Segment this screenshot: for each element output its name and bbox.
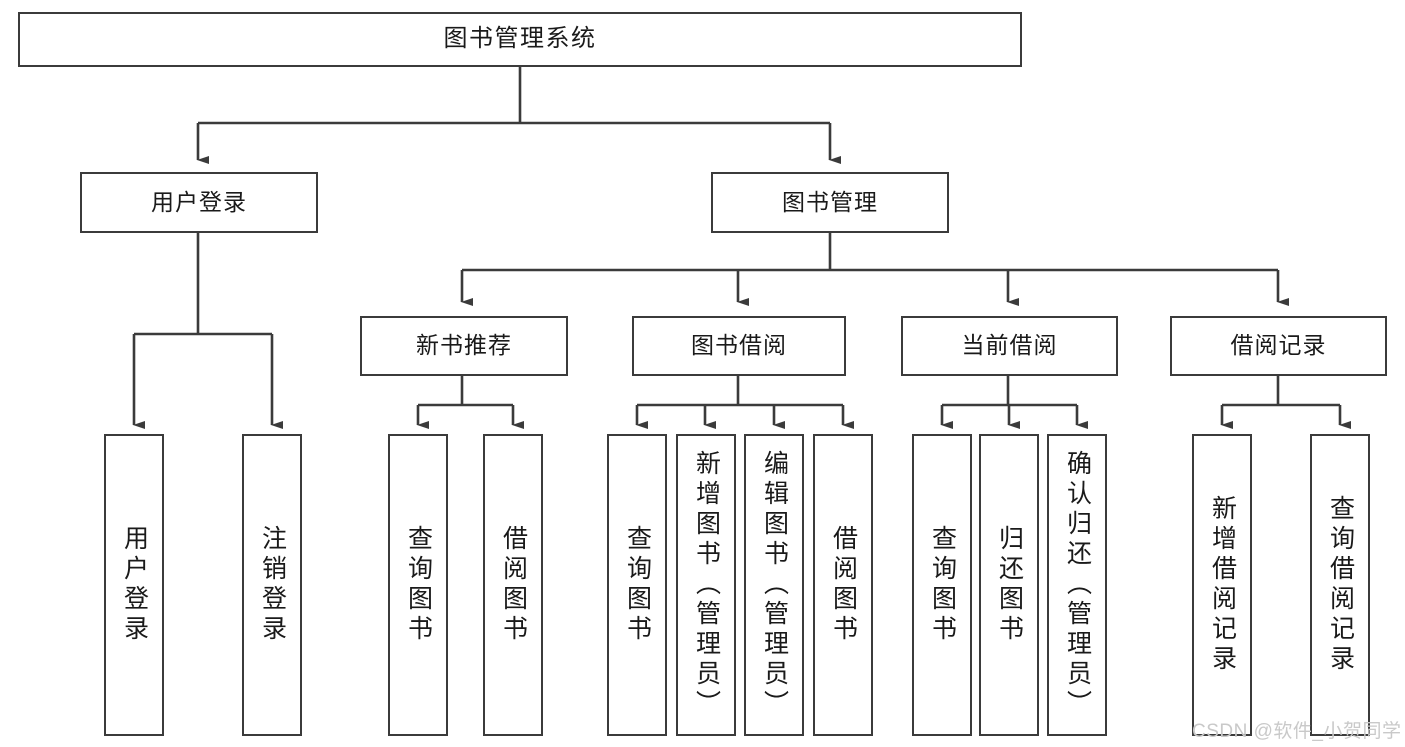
- node-root-system[interactable]: 图书管理系统: [18, 12, 1022, 67]
- node-user-login[interactable]: 用户登录: [80, 172, 318, 233]
- leaf-borrow-add-book-admin[interactable]: 新增图书（管理员）: [676, 434, 736, 736]
- node-label: 用户登录: [120, 525, 149, 645]
- node-label: 新增图书（管理员）: [692, 450, 721, 720]
- leaf-borrow-borrow-book[interactable]: 借阅图书: [813, 434, 873, 736]
- leaf-recommend-query-book[interactable]: 查询图书: [388, 434, 448, 736]
- node-label: 图书管理系统: [443, 25, 597, 53]
- leaf-borrow-edit-book-admin[interactable]: 编辑图书（管理员）: [744, 434, 804, 736]
- leaf-record-add-record[interactable]: 新增借阅记录: [1192, 434, 1252, 736]
- node-label: 当前借阅: [961, 332, 1058, 359]
- node-label: 用户登录: [151, 188, 247, 215]
- node-label: 借阅图书: [829, 525, 858, 645]
- node-borrow-record[interactable]: 借阅记录: [1170, 316, 1387, 376]
- node-label: 编辑图书（管理员）: [760, 450, 789, 720]
- node-label: 借阅图书: [499, 525, 528, 645]
- node-label: 查询图书: [404, 525, 433, 645]
- node-book-management[interactable]: 图书管理: [711, 172, 949, 233]
- node-label: 查询图书: [928, 525, 957, 645]
- leaf-borrow-query-book[interactable]: 查询图书: [607, 434, 667, 736]
- node-label: 确认归还（管理员）: [1063, 450, 1092, 720]
- node-label: 查询图书: [623, 525, 652, 645]
- leaf-current-return-book[interactable]: 归还图书: [979, 434, 1039, 736]
- node-label: 新增借阅记录: [1208, 495, 1237, 675]
- leaf-record-query-record[interactable]: 查询借阅记录: [1310, 434, 1370, 736]
- node-new-book-recommend[interactable]: 新书推荐: [360, 316, 568, 376]
- node-book-borrow[interactable]: 图书借阅: [632, 316, 846, 376]
- node-label: 注销登录: [258, 525, 287, 645]
- leaf-current-query-book[interactable]: 查询图书: [912, 434, 972, 736]
- node-label: 查询借阅记录: [1326, 495, 1355, 675]
- leaf-recommend-borrow-book[interactable]: 借阅图书: [483, 434, 543, 736]
- node-current-borrow[interactable]: 当前借阅: [901, 316, 1118, 376]
- leaf-current-confirm-return-admin[interactable]: 确认归还（管理员）: [1047, 434, 1107, 736]
- csdn-watermark: CSDN @软件_小贺同学: [1192, 721, 1402, 742]
- node-label: 图书借阅: [691, 332, 787, 359]
- node-label: 归还图书: [995, 525, 1024, 645]
- leaf-user-login-login[interactable]: 用户登录: [104, 434, 164, 736]
- node-label: 新书推荐: [416, 332, 512, 359]
- node-label: 借阅记录: [1230, 332, 1327, 359]
- node-label: 图书管理: [782, 188, 878, 215]
- leaf-user-login-logout[interactable]: 注销登录: [242, 434, 302, 736]
